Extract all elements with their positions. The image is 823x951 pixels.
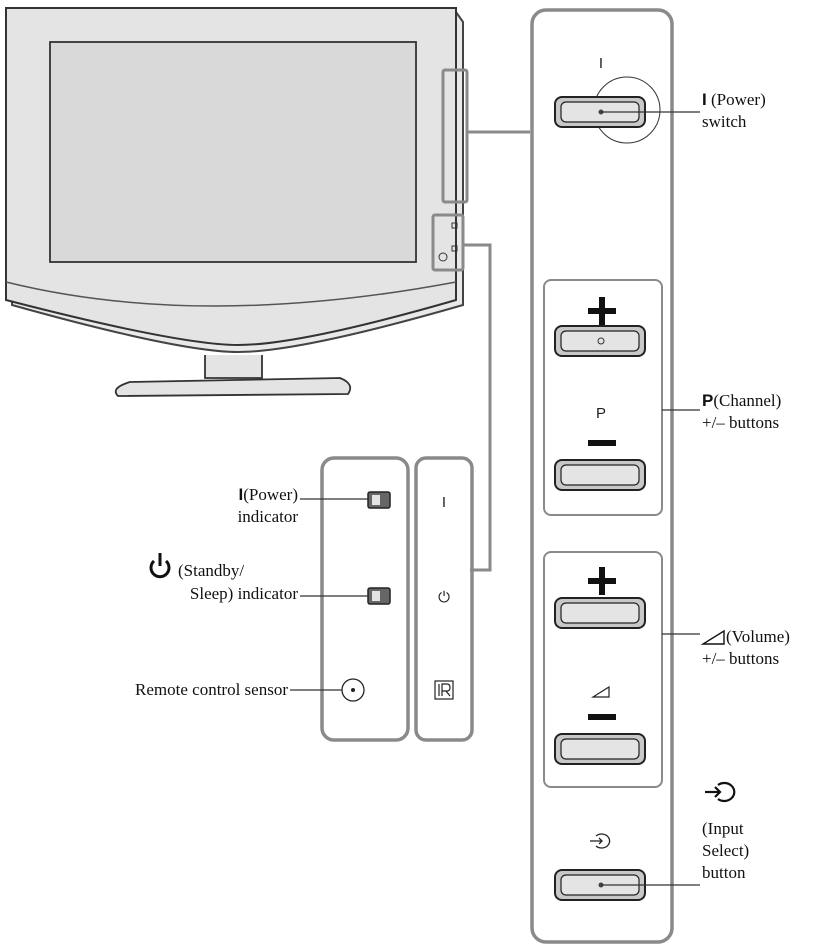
remote-sensor-dot xyxy=(351,688,355,692)
marker-strip-outline xyxy=(414,456,474,742)
tv-side-buttons-highlight xyxy=(441,68,469,204)
callout-standby-line1: (Standby/ xyxy=(178,561,245,580)
tv-bezel-curve xyxy=(5,281,457,307)
control-panel-outline xyxy=(530,8,674,944)
callout-power-switch-symbol: I xyxy=(702,90,707,109)
volume-group-outline xyxy=(543,551,663,788)
callout-power-switch-line1: (Power) xyxy=(710,90,766,109)
indicator-marker-strip: I ⏻ xyxy=(414,456,474,742)
volume-plus-sign-h xyxy=(588,578,616,584)
volume-triangle-icon xyxy=(590,685,610,698)
tv-front-standby-led xyxy=(451,245,458,252)
power-switch-mark: I xyxy=(599,55,603,72)
channel-group-outline xyxy=(543,279,663,516)
callout-input-icon xyxy=(705,781,736,803)
connector-indicator-panel xyxy=(463,243,492,572)
control-panel: I P xyxy=(530,8,674,944)
channel-plus-button-face xyxy=(560,330,640,352)
callout-power-indicator: I(Power) indicator xyxy=(168,484,298,528)
volume-minus-button-face xyxy=(560,738,640,760)
indicator-panel xyxy=(320,456,410,742)
indicator-panel-outline xyxy=(320,456,410,742)
callout-channel-line1: (Channel) xyxy=(713,391,782,410)
callout-power-switch: I (Power) switch xyxy=(702,89,766,133)
callout-power-switch-line2: switch xyxy=(702,112,747,131)
callout-power-indicator-line2: indicator xyxy=(237,507,298,526)
volume-plus-button-face xyxy=(560,602,640,624)
standby-indicator-led-face xyxy=(372,591,380,601)
callout-input-line2: Select) xyxy=(702,841,750,860)
channel-mark: P xyxy=(596,405,606,422)
callout-input: (Input Select) button xyxy=(702,818,749,884)
channel-plus-tactile-dot xyxy=(597,337,605,345)
callout-channel-symbol: P xyxy=(702,391,714,410)
callout-power-indicator-line1: (Power) xyxy=(243,485,298,504)
channel-plus-sign-h xyxy=(588,308,616,314)
volume-minus-sign xyxy=(588,714,616,720)
input-select-icon xyxy=(590,833,611,849)
callout-volume-line1: (Volume) xyxy=(726,627,790,646)
callout-standby-icon xyxy=(149,553,171,579)
callout-volume-line2: +/– buttons xyxy=(702,649,780,668)
marker-power-label: I xyxy=(442,494,446,511)
tv-stand-neck xyxy=(204,355,263,379)
standby-icon: ⏻ xyxy=(438,588,450,606)
ir-sensor-icon xyxy=(434,680,454,700)
tv-illustration xyxy=(5,7,469,397)
callout-input-line3: button xyxy=(702,863,746,882)
callout-volume-icon xyxy=(700,629,725,645)
channel-minus-button-face xyxy=(560,464,640,486)
tv-front-power-led xyxy=(451,222,458,229)
channel-minus-sign xyxy=(588,440,616,446)
callout-input-line1: (Input xyxy=(702,819,744,838)
tv-front-sensor xyxy=(438,252,448,262)
power-indicator-led-face xyxy=(372,495,380,505)
callout-lines xyxy=(290,111,700,886)
callout-power-indicator-symbol: I xyxy=(238,485,244,504)
callout-standby-line2: Sleep) indicator xyxy=(189,584,298,603)
tv-stand-base xyxy=(114,377,352,397)
callout-channel-line2: +/– buttons xyxy=(702,413,780,432)
callout-remote-sensor: Remote control sensor xyxy=(135,680,288,699)
callout-channel: P(Channel) +/– buttons xyxy=(702,390,781,434)
tv-screen xyxy=(49,41,417,263)
tv-front-indicators-highlight xyxy=(431,213,465,272)
